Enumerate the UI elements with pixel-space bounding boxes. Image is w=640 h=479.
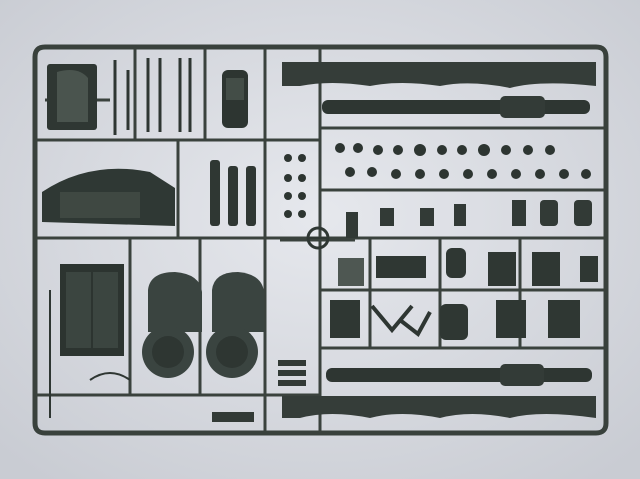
part-barrel-top bbox=[322, 96, 590, 118]
part-barrel-bottom bbox=[326, 364, 592, 386]
part-engine-block bbox=[60, 264, 124, 356]
part-hub bbox=[306, 226, 330, 250]
part-tubes bbox=[210, 160, 256, 226]
sprue-runners bbox=[36, 48, 604, 432]
part-small-details bbox=[284, 143, 591, 218]
part-bottom-small bbox=[49, 290, 254, 422]
part-arms bbox=[370, 304, 432, 338]
part-brackets bbox=[346, 200, 592, 238]
part-fender-top bbox=[282, 62, 596, 88]
part-tiles bbox=[278, 360, 306, 386]
part-fender-bottom bbox=[282, 396, 596, 418]
sprue-frame bbox=[32, 44, 609, 436]
part-cab-frame bbox=[47, 64, 97, 130]
part-shield bbox=[42, 168, 175, 226]
part-blocks bbox=[330, 248, 598, 340]
part-rods-top bbox=[113, 58, 192, 135]
part-wheel-left bbox=[142, 272, 202, 378]
part-wheel-right bbox=[206, 272, 264, 378]
part-seat bbox=[222, 70, 248, 128]
